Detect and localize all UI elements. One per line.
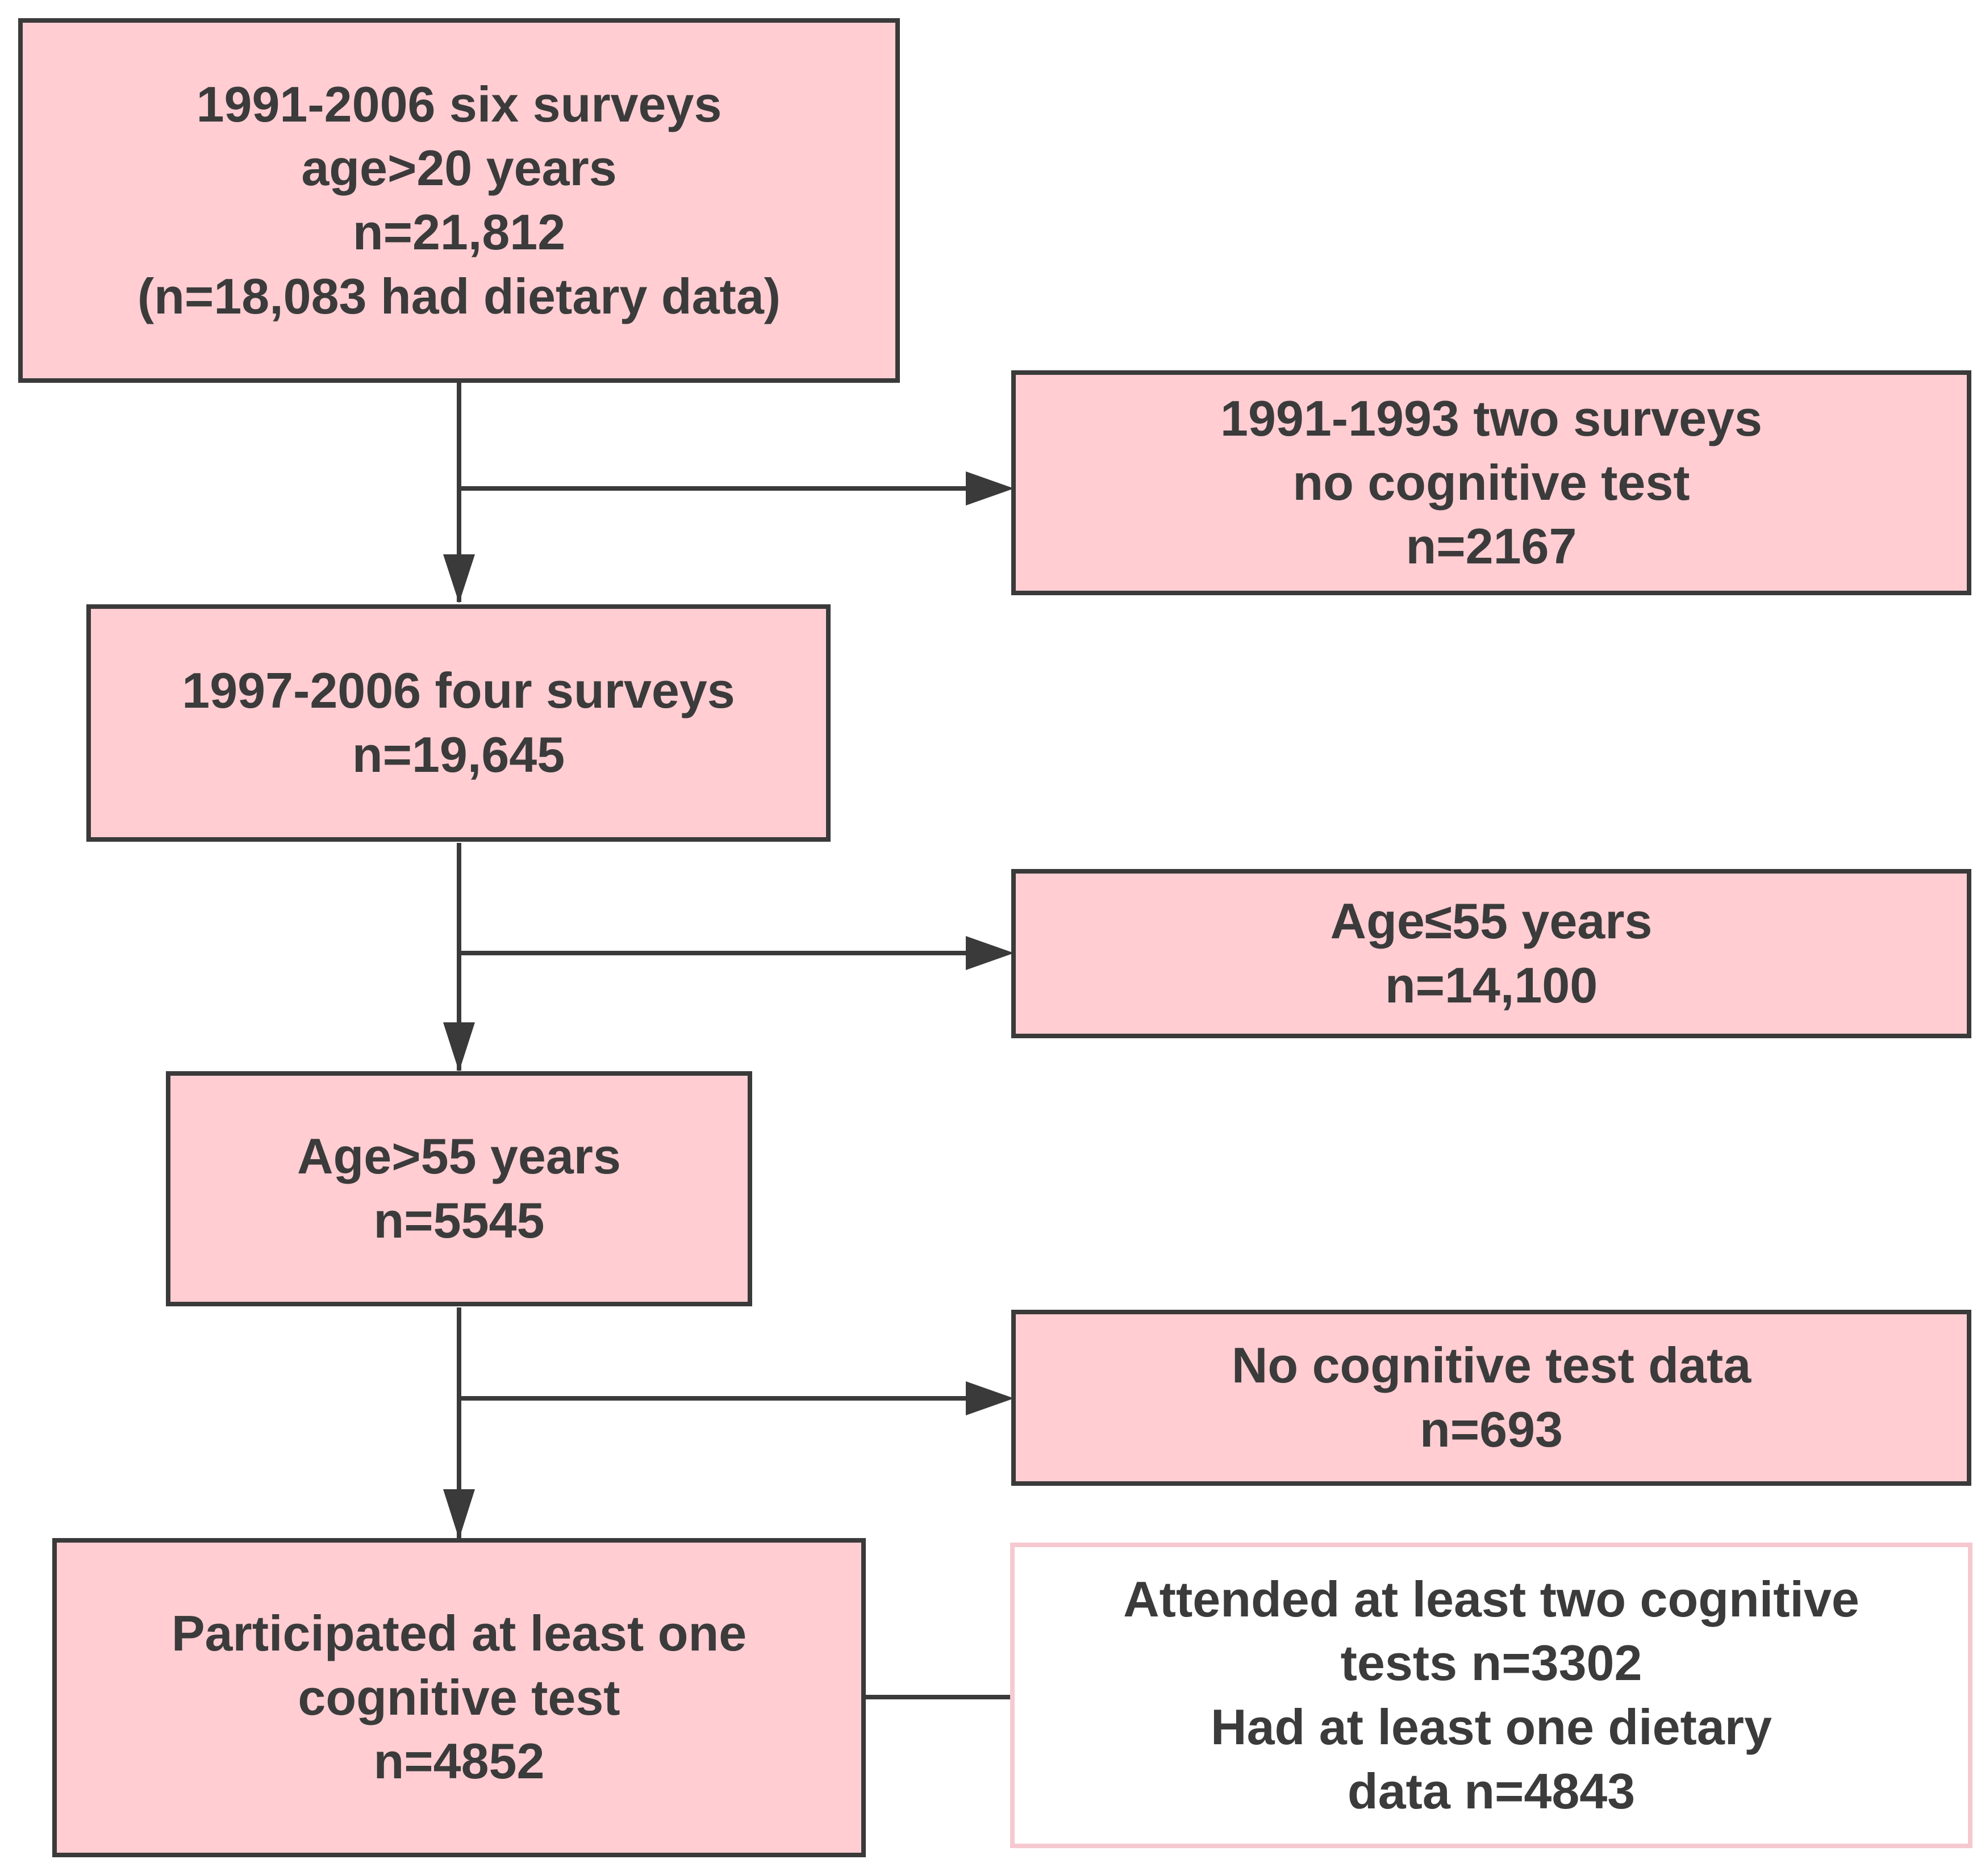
final-box: Participated at least one cognitive test… <box>52 1538 866 1857</box>
start-line-2: age>20 years <box>301 140 617 197</box>
excl-1-line-2: no cognitive test <box>1292 454 1690 511</box>
final-line-2: cognitive test <box>298 1669 620 1725</box>
excl-1-line-3: n=2167 <box>1406 518 1577 575</box>
final-line-1: Participated at least one <box>171 1605 747 1662</box>
arrowhead-final <box>443 1489 475 1539</box>
excl-2-line-2: n=14,100 <box>1384 957 1598 1013</box>
arrowhead-step-2 <box>443 554 475 603</box>
start-line-3: n=21,812 <box>352 204 566 260</box>
arrowhead-step-3 <box>443 1022 475 1072</box>
step-2-line-1: 1997-2006 four surveys <box>182 662 735 719</box>
final-line-3: n=4852 <box>373 1733 545 1790</box>
final-detail-line-3: Had at least one dietary <box>1211 1699 1772 1755</box>
arrowhead-excl-1 <box>966 471 1014 505</box>
step-3-line-1: Age>55 years <box>297 1128 621 1185</box>
start-line-1: 1991-2006 six surveys <box>196 76 722 132</box>
start-box: 1991-2006 six surveys age>20 years n=21,… <box>18 18 900 383</box>
step-3-line-2: n=5545 <box>373 1192 545 1248</box>
final-detail-box: Attended at least two cognitive tests n=… <box>1010 1543 1972 1848</box>
excl-3-line-2: n=693 <box>1420 1401 1563 1457</box>
final-detail-line-4: data n=4843 <box>1347 1762 1636 1819</box>
final-detail-line-1: Attended at least two cognitive <box>1123 1570 1859 1627</box>
exclusion-box-3: No cognitive test data n=693 <box>1011 1310 1971 1486</box>
start-line-4: (n=18,083 had dietary data) <box>137 268 781 324</box>
exclusion-box-2: Age≤55 years n=14,100 <box>1011 869 1971 1038</box>
step-3-box: Age>55 years n=5545 <box>166 1071 752 1306</box>
arrowhead-excl-3 <box>966 1381 1014 1415</box>
final-detail-line-2: tests n=3302 <box>1340 1635 1642 1691</box>
excl-2-line-1: Age≤55 years <box>1330 893 1653 950</box>
excl-3-line-1: No cognitive test data <box>1231 1337 1751 1394</box>
exclusion-box-1: 1991-1993 two surveys no cognitive test … <box>1011 370 1971 595</box>
step-2-box: 1997-2006 four surveys n=19,645 <box>86 604 831 842</box>
step-2-line-2: n=19,645 <box>352 726 565 783</box>
excl-1-line-1: 1991-1993 two surveys <box>1220 390 1762 447</box>
arrowhead-excl-2 <box>966 936 1014 970</box>
